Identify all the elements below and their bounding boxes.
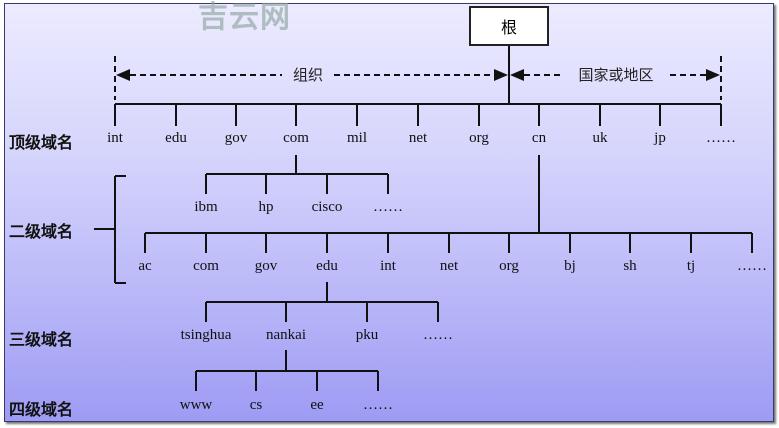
root-label: 根 [500,18,517,37]
node-edu-tsinghua: tsinghua [180,327,232,343]
node-cn-tj: tj [686,258,696,274]
node-top-more: …… [706,130,736,146]
node-top-int: int [107,130,123,146]
annotation-country-region: 国家或地区 [578,66,654,84]
node-com-more: …… [373,199,403,215]
node-cn-int: int [380,258,396,274]
node-top-jp: jp [654,130,666,146]
node-com-cisco: cisco [311,199,343,215]
level-label-second: 二级域名 [9,224,74,241]
node-nankai-www: www [179,397,213,413]
node-edu-more: …… [423,327,453,343]
node-cn-more: …… [737,258,767,274]
node-top-net: net [408,130,428,146]
node-cn-bj: bj [564,258,576,274]
node-cn-edu: edu [316,258,338,274]
node-cn-sh: sh [623,258,637,274]
node-top-mil: mil [346,130,368,146]
level-label-top: 顶级域名 [9,135,74,152]
node-edu-nankai: nankai [266,327,306,343]
level-label-fourth: 四级域名 [9,402,74,419]
node-com-ibm: ibm [194,199,218,215]
node-cn-net: net [439,258,459,274]
node-cn-com: com [193,258,219,274]
node-nankai-more: …… [363,397,393,413]
annotation-organization: 组织 [292,66,324,84]
level-label-third: 三级域名 [9,332,74,349]
node-top-edu: edu [165,130,187,146]
node-top-uk: uk [592,130,608,146]
node-cn-ac: ac [138,258,152,274]
node-top-org: org [469,130,489,146]
root-node: 根 [469,6,549,46]
node-top-com: com [283,130,309,146]
node-edu-pku: pku [355,327,379,343]
node-cn-org: org [499,258,519,274]
watermark: 吉云网 [198,0,291,35]
diagram-frame [4,3,774,422]
node-com-hp: hp [258,199,274,215]
node-top-gov: gov [224,130,248,146]
node-cn-gov: gov [254,258,278,274]
node-top-cn: cn [531,130,547,146]
node-nankai-cs: cs [249,397,263,413]
node-nankai-ee: ee [310,397,324,413]
